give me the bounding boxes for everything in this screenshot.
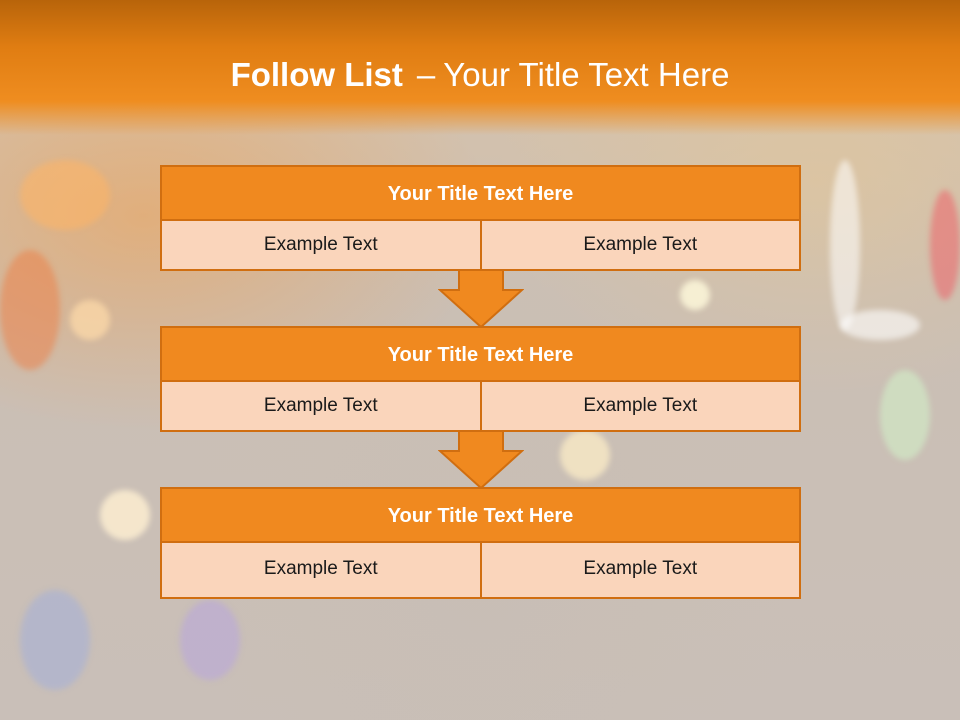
bokeh-light [930, 190, 960, 300]
bokeh-light [560, 430, 610, 480]
block-cell-left: Example Text [160, 543, 482, 599]
flow-block-3: Your Title Text Here Example Text Exampl… [160, 487, 801, 599]
block-cell-right: Example Text [481, 382, 801, 432]
bokeh-light [840, 310, 920, 340]
bokeh-light [680, 280, 710, 310]
bokeh-light [100, 490, 150, 540]
title-dash: – [416, 56, 436, 93]
title-rest: Your Title Text Here [443, 56, 730, 93]
bokeh-light [180, 600, 240, 680]
title-bold: Follow List [230, 56, 403, 93]
block-title: Your Title Text Here [160, 165, 801, 221]
bokeh-light [0, 250, 60, 370]
bokeh-light [20, 160, 110, 230]
block-row: Example Text Example Text [160, 382, 801, 432]
block-cell-right: Example Text [481, 543, 801, 599]
block-row: Example Text Example Text [160, 543, 801, 599]
block-cell-right: Example Text [481, 221, 801, 271]
block-cell-left: Example Text [160, 382, 482, 432]
flow-block-2: Your Title Text Here Example Text Exampl… [160, 326, 801, 432]
block-cell-left: Example Text [160, 221, 482, 271]
block-title: Your Title Text Here [160, 487, 801, 543]
flow-block-1: Your Title Text Here Example Text Exampl… [160, 165, 801, 271]
bokeh-light [70, 300, 110, 340]
block-title: Your Title Text Here [160, 326, 801, 382]
block-row: Example Text Example Text [160, 221, 801, 271]
bokeh-light [880, 370, 930, 460]
bokeh-light [20, 590, 90, 690]
down-arrow-icon [438, 429, 524, 489]
bokeh-light [830, 160, 860, 330]
down-arrow-icon [438, 268, 524, 328]
header-band [0, 0, 960, 135]
slide-title: Follow List–Your Title Text Here [0, 55, 960, 95]
